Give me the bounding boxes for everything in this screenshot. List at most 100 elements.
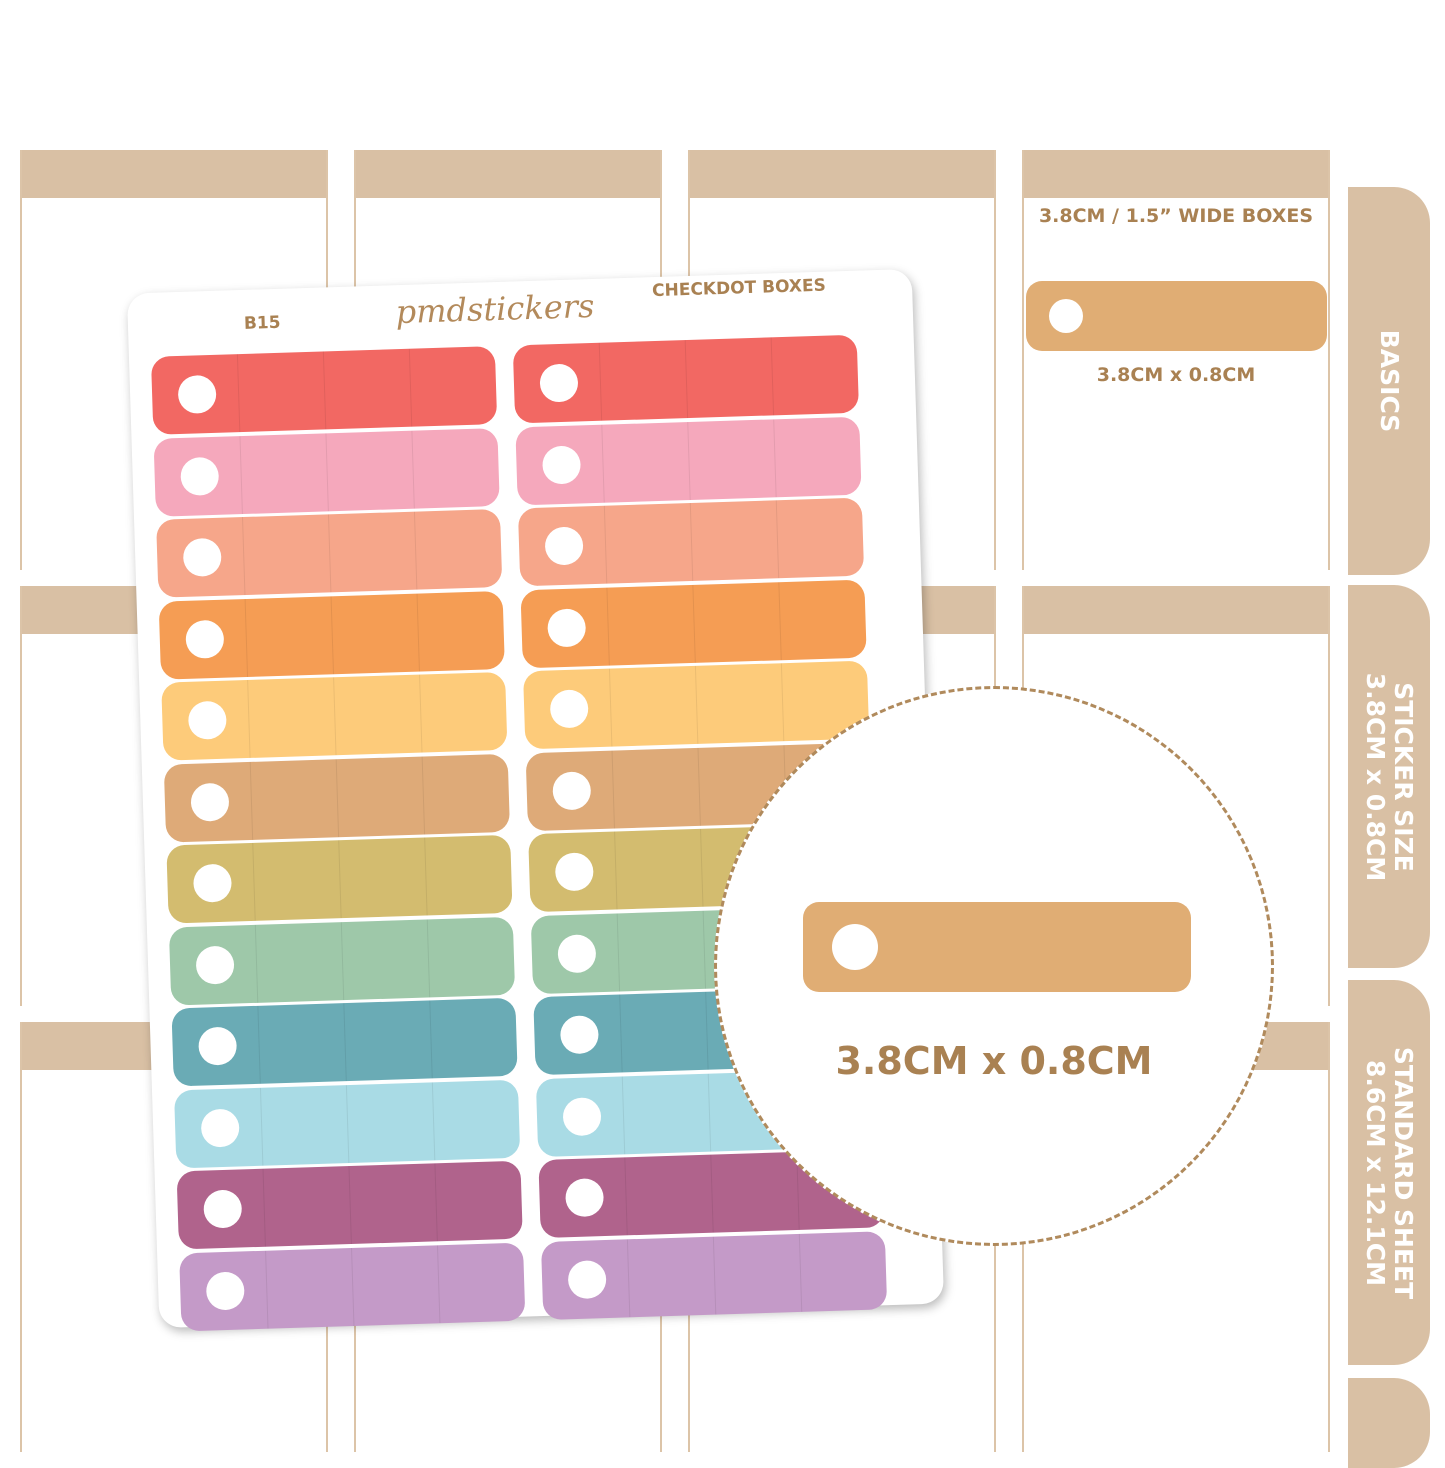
sheet-grid-line (338, 840, 342, 919)
sheet-grid-line (702, 910, 707, 989)
zoomed-sticker (803, 902, 1191, 992)
checkdot-sticker-right-2 (515, 416, 862, 505)
checkdot-sticker-left-1 (150, 346, 498, 435)
sheet-grid-line (252, 842, 256, 921)
sheet-grid-line (259, 1087, 264, 1166)
sheet-grid-line (345, 1084, 350, 1163)
checkdot-icon (541, 444, 582, 485)
checkdot-icon (554, 852, 594, 892)
planner-cell-header (22, 150, 326, 198)
side-tab-label: BASICS (1375, 329, 1404, 433)
checkdot-icon (539, 363, 579, 403)
sheet-grid-line (436, 1244, 441, 1323)
sheet-grid-line (262, 1168, 266, 1247)
sheet-grid-line (351, 1247, 355, 1326)
sheet-grid-line (619, 994, 623, 1073)
sheet-grid-line (700, 828, 704, 907)
sheet-grid-line (348, 1166, 352, 1245)
checkdot-icon (567, 1259, 607, 1299)
checkdot-sticker-left-9 (171, 997, 518, 1087)
checkdot-icon (192, 863, 233, 903)
sheet-grid-line (322, 351, 327, 430)
brand-logo: pmdstickers (395, 286, 595, 332)
sheet-grid-line (419, 674, 423, 753)
checkdot-icon (180, 456, 220, 496)
sheet-grid-line (431, 1081, 436, 1160)
sheet-grid-line (616, 912, 621, 991)
sheet-grid-line (707, 1073, 712, 1152)
checkdot-icon (200, 1107, 240, 1148)
sheet-grid-line (687, 421, 691, 500)
sheet-grid-line (798, 1233, 803, 1312)
sheet-title: CHECKDOT BOXES (651, 275, 827, 302)
checkdot-sticker-right-12 (540, 1230, 888, 1320)
zoom-size-label: 3.8CM x 0.8CM (835, 1039, 1153, 1083)
sample-size-label: 3.8CM x 0.8CM (1096, 364, 1256, 386)
sheet-grid-line (780, 663, 785, 742)
sheet-grid-line (411, 430, 415, 509)
sheet-grid-line (327, 514, 332, 593)
sheet-code: B15 (243, 312, 281, 334)
sheet-grid-line (242, 517, 246, 596)
sheet-grid-line (773, 418, 777, 497)
checkdot-sticker-right-4 (520, 579, 867, 668)
checkdot-icon (190, 782, 230, 822)
sheet-grid-line (340, 921, 345, 1000)
sheet-grid-line (621, 1075, 626, 1154)
sheet-grid-line (424, 837, 428, 916)
sheet-grid-line (626, 1238, 631, 1317)
checkdot-icon (832, 924, 878, 970)
sheet-grid-line (692, 584, 696, 663)
sheet-grid-line (239, 435, 243, 514)
planner-cell-header (1024, 586, 1328, 634)
planner-cell-header (690, 150, 994, 198)
checkdot-sticker-left-7 (166, 834, 513, 924)
sheet-grid-line (236, 354, 241, 433)
sheet-grid-line (770, 337, 775, 416)
planner-cell-header (356, 150, 660, 198)
checkdot-icon (562, 1096, 602, 1136)
sheet-grid-line (343, 1003, 347, 1082)
checkdot-sticker-right-3 (517, 497, 865, 587)
sheet-grid-line (705, 991, 709, 1070)
sheet-grid-line (614, 831, 618, 910)
checkdot-icon (182, 537, 222, 577)
sheet-grid-line (689, 502, 694, 581)
sheet-grid-line (335, 758, 340, 837)
sheet-grid-line (416, 593, 420, 672)
sample-box-sticker (1026, 281, 1327, 351)
sheet-grid-line (778, 581, 782, 660)
sheet-grid-line (333, 677, 337, 756)
planner-cell (1022, 150, 1330, 570)
sheet-grid-line (608, 668, 613, 747)
checkdot-sticker-right-5 (522, 660, 870, 750)
checkdot-sticker-left-8 (168, 916, 516, 1006)
planner-cell-header (1024, 150, 1328, 198)
checkdot-icon (177, 374, 217, 415)
sheet-grid-line (325, 432, 329, 511)
checkdot-icon (549, 689, 589, 729)
sheet-grid-line (247, 679, 251, 758)
checkdot-sticker-left-2 (153, 427, 500, 517)
sheet-grid-line (694, 665, 699, 744)
box-width-heading: 3.8CM / 1.5” WIDE BOXES (1038, 205, 1314, 227)
sheet-grid-line (254, 924, 259, 1003)
sheet-grid-line (330, 595, 334, 674)
checkdot-icon (187, 700, 227, 740)
checkdot-icon (544, 526, 584, 566)
checkdot-icon (198, 1026, 238, 1066)
checkdot-sticker-left-3 (156, 508, 503, 598)
checkdot-icon (203, 1189, 243, 1229)
sheet-grid-line (426, 918, 431, 997)
sheet-grid-line (598, 342, 603, 421)
checkdot-icon (564, 1178, 605, 1218)
checkdot-sticker-left-12 (179, 1242, 526, 1331)
sheet-grid-line (603, 505, 608, 584)
checkdot-icon (195, 945, 235, 985)
checkdot-icon (547, 607, 587, 648)
